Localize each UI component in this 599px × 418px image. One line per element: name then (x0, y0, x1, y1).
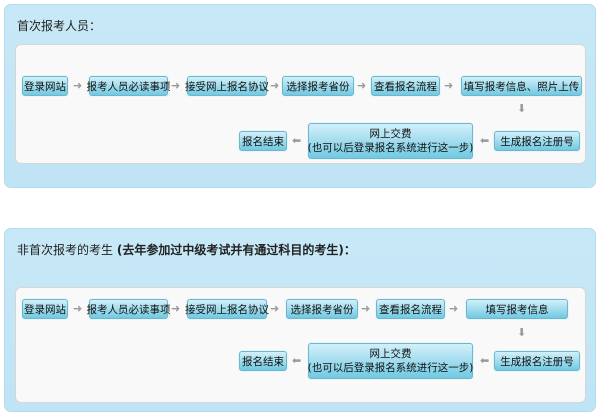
step-login[interactable]: 登录网站 (22, 76, 68, 96)
step-fill-info[interactable]: 填写报考信息 (466, 299, 568, 319)
step-select-province[interactable]: 选择报考省份 (286, 299, 358, 319)
step-online-payment[interactable]: 网上交费 (也可以后登录报名系统进行这一步) (308, 343, 473, 379)
arrow-left-icon: ⬅ (480, 354, 490, 367)
arrow-left-icon: ⬅ (292, 134, 302, 147)
arrow-down-icon: ⬇ (517, 326, 527, 339)
step-generate-registration[interactable]: 生成报名注册号 (494, 351, 580, 371)
step-online-payment[interactable]: 网上交费 (也可以后登录报名系统进行这一步) (308, 123, 473, 159)
step-accept-agreement[interactable]: 接受网上报名协议 (185, 299, 269, 319)
first-time-flow: 登录网站 ➜ 报考人员必读事项 ➜ 接受网上报名协议 ➜ 选择报考省份 ➜ 查看… (15, 44, 586, 164)
arrow-right-icon: ➜ (171, 302, 181, 315)
arrow-right-icon: ➜ (449, 302, 459, 315)
arrow-right-icon: ➜ (171, 79, 181, 92)
arrow-down-icon: ⬇ (517, 102, 527, 115)
returning-panel: 非首次报考的考生 (去年参加过中级考试并有通过科目的考生)： 登录网站 ➜ 报考… (4, 228, 596, 412)
payment-note: (也可以后登录报名系统进行这一步) (307, 142, 474, 154)
arrow-right-icon: ➜ (73, 302, 83, 315)
arrow-right-icon: ➜ (270, 302, 280, 315)
step-registration-end[interactable]: 报名结束 (239, 351, 287, 371)
arrow-right-icon: ➜ (361, 302, 371, 315)
payment-note: (也可以后登录报名系统进行这一步) (307, 362, 474, 374)
step-registration-end[interactable]: 报名结束 (239, 131, 287, 151)
step-must-read[interactable]: 报考人员必读事项 (87, 76, 171, 96)
step-login[interactable]: 登录网站 (22, 299, 68, 319)
arrow-left-icon: ⬅ (480, 134, 490, 147)
arrow-right-icon: ➜ (270, 79, 280, 92)
returning-flow: 登录网站 ➜ 报考人员必读事项 ➜ 接受网上报名协议 ➜ 选择报考省份 ➜ 查看… (15, 287, 586, 403)
payment-label: 网上交费 (369, 128, 412, 140)
returning-title-normal: 非首次报考的考生 (17, 243, 114, 257)
step-generate-registration[interactable]: 生成报名注册号 (494, 131, 580, 151)
step-select-province[interactable]: 选择报考省份 (282, 76, 354, 96)
step-must-read[interactable]: 报考人员必读事项 (87, 299, 171, 319)
step-fill-info-photo[interactable]: 填写报考信息、照片上传 (461, 76, 582, 96)
step-accept-agreement[interactable]: 接受网上报名协议 (185, 76, 269, 96)
arrow-right-icon: ➜ (73, 79, 83, 92)
returning-title-bold: (去年参加过中级考试并有通过科目的考生)： (116, 243, 356, 257)
step-view-process[interactable]: 查看报名流程 (371, 76, 440, 96)
step-view-process[interactable]: 查看报名流程 (376, 299, 445, 319)
returning-title: 非首次报考的考生 (去年参加过中级考试并有通过科目的考生)： (17, 241, 356, 258)
arrow-left-icon: ⬅ (292, 354, 302, 367)
arrow-right-icon: ➜ (444, 79, 454, 92)
first-time-panel: 首次报考人员： 登录网站 ➜ 报考人员必读事项 ➜ 接受网上报名协议 ➜ 选择报… (4, 4, 596, 188)
payment-label: 网上交费 (369, 348, 412, 360)
first-time-title: 首次报考人员： (17, 19, 102, 33)
arrow-right-icon: ➜ (357, 79, 367, 92)
